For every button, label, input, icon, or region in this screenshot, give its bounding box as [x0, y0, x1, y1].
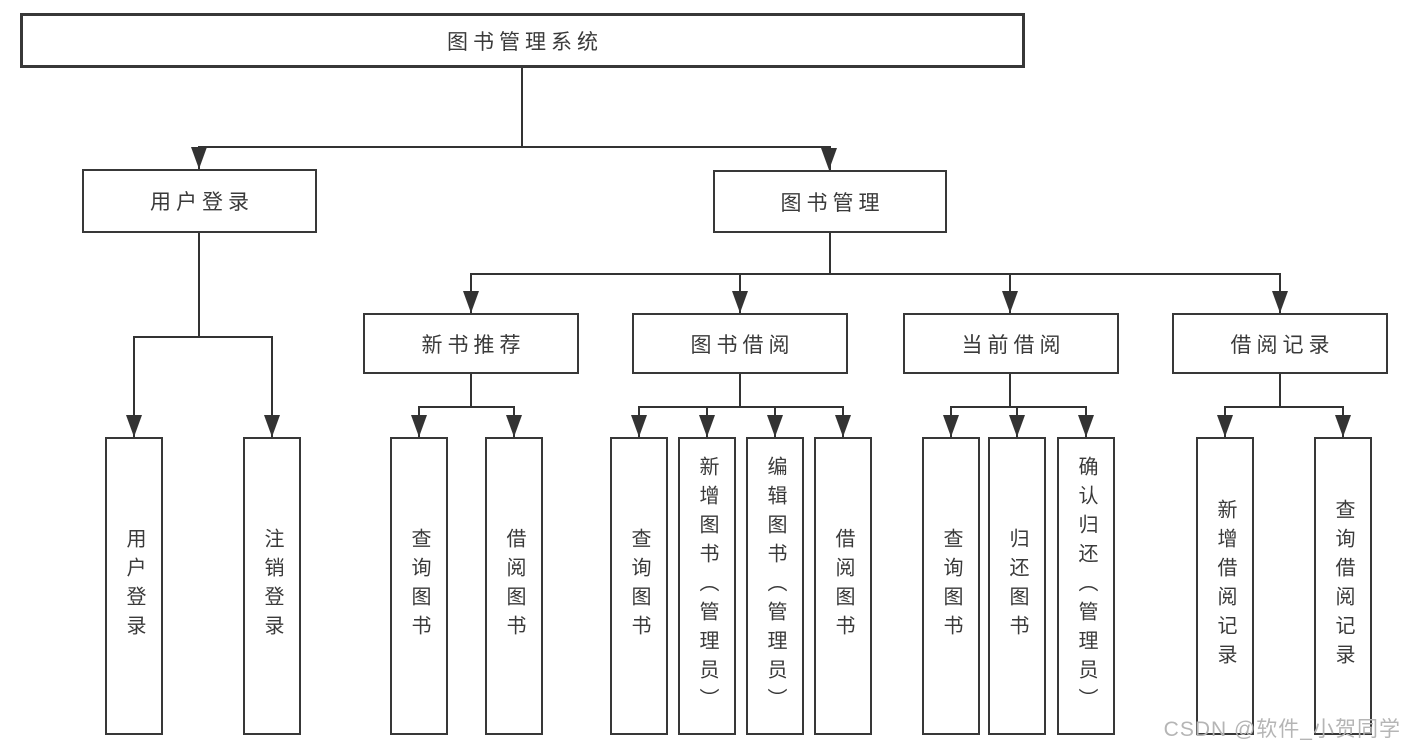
leaf-label: 新增借阅记录: [1214, 499, 1236, 673]
leaf-label: 查询图书: [628, 528, 650, 644]
node-label: 图书借阅: [690, 333, 795, 357]
leaf-logout: 注销登录: [243, 437, 301, 735]
node-current-borrowing: 当前借阅: [903, 313, 1119, 374]
connector-line: [198, 233, 200, 336]
node-label: 图书管理: [780, 191, 885, 215]
leaf-confirm-return-admin: 确认归还（管理员）: [1057, 437, 1115, 735]
node-user-login: 用户登录: [82, 169, 317, 233]
node-new-book-recommend: 新书推荐: [363, 313, 579, 374]
connector-line: [739, 374, 741, 406]
leaf-label: 查询图书: [408, 528, 430, 644]
connector-line: [829, 233, 831, 273]
connector-line: [470, 374, 472, 406]
leaf-label: 借阅图书: [503, 528, 525, 644]
arrow-down-icon: [631, 415, 647, 437]
arrow-down-icon: [1335, 415, 1351, 437]
node-borrowing-records: 借阅记录: [1172, 313, 1388, 374]
leaf-user-login: 用户登录: [105, 437, 163, 735]
connector-line: [638, 406, 844, 408]
arrow-down-icon: [1078, 415, 1094, 437]
node-book-borrowing: 图书借阅: [632, 313, 848, 374]
node-label: 新书推荐: [421, 333, 526, 357]
arrow-down-icon: [264, 415, 280, 437]
arrow-down-icon: [1009, 415, 1025, 437]
leaf-add-borrow-record: 新增借阅记录: [1196, 437, 1254, 735]
connector-line: [198, 146, 831, 148]
connector-line: [1279, 374, 1281, 406]
leaf-label: 归还图书: [1006, 528, 1028, 644]
leaf-borrow-books-recommend: 借阅图书: [485, 437, 543, 735]
leaf-label: 借阅图书: [832, 528, 854, 644]
leaf-borrow-books: 借阅图书: [814, 437, 872, 735]
leaf-label: 确认归还（管理员）: [1075, 455, 1097, 717]
leaf-return-books: 归还图书: [988, 437, 1046, 735]
arrow-down-icon: [943, 415, 959, 437]
arrow-down-icon: [126, 415, 142, 437]
watermark: CSDN @软件_小贺同学: [1163, 718, 1401, 741]
arrow-down-icon: [506, 415, 522, 437]
connector-line: [133, 336, 135, 437]
leaf-query-books-current: 查询图书: [922, 437, 980, 735]
leaf-label: 新增图书（管理员）: [696, 455, 718, 717]
arrow-down-icon: [1217, 415, 1233, 437]
connector-line: [1009, 374, 1011, 406]
connector-line: [418, 406, 515, 408]
node-library-management-system: 图书管理系统: [20, 13, 1025, 68]
arrow-down-icon: [1272, 291, 1288, 313]
leaf-label: 注销登录: [261, 528, 283, 644]
node-book-management: 图书管理: [713, 170, 947, 233]
connector-line: [950, 406, 1087, 408]
node-label: 借阅记录: [1230, 333, 1335, 357]
leaf-query-borrow-record: 查询借阅记录: [1314, 437, 1372, 735]
leaf-query-books-borrowing: 查询图书: [610, 437, 668, 735]
arrow-down-icon: [699, 415, 715, 437]
node-label: 当前借阅: [961, 333, 1066, 357]
arrow-down-icon: [767, 415, 783, 437]
leaf-add-books-admin: 新增图书（管理员）: [678, 437, 736, 735]
connector-line: [470, 273, 1281, 275]
arrow-down-icon: [732, 291, 748, 313]
arrow-down-icon: [821, 148, 837, 170]
arrow-down-icon: [191, 147, 207, 169]
leaf-label: 查询借阅记录: [1332, 499, 1354, 673]
arrow-down-icon: [1002, 291, 1018, 313]
node-label: 图书管理系统: [447, 30, 603, 54]
leaf-label: 查询图书: [940, 528, 962, 644]
node-label: 用户登录: [150, 191, 254, 214]
connector-line: [1224, 406, 1344, 408]
arrow-down-icon: [463, 291, 479, 313]
connector-line: [133, 336, 273, 338]
connector-line: [271, 336, 273, 437]
connector-line: [521, 68, 523, 147]
leaf-edit-books-admin: 编辑图书（管理员）: [746, 437, 804, 735]
arrow-down-icon: [411, 415, 427, 437]
leaf-label: 编辑图书（管理员）: [764, 455, 786, 717]
arrow-down-icon: [835, 415, 851, 437]
leaf-label: 用户登录: [123, 528, 145, 644]
leaf-query-books-recommend: 查询图书: [390, 437, 448, 735]
